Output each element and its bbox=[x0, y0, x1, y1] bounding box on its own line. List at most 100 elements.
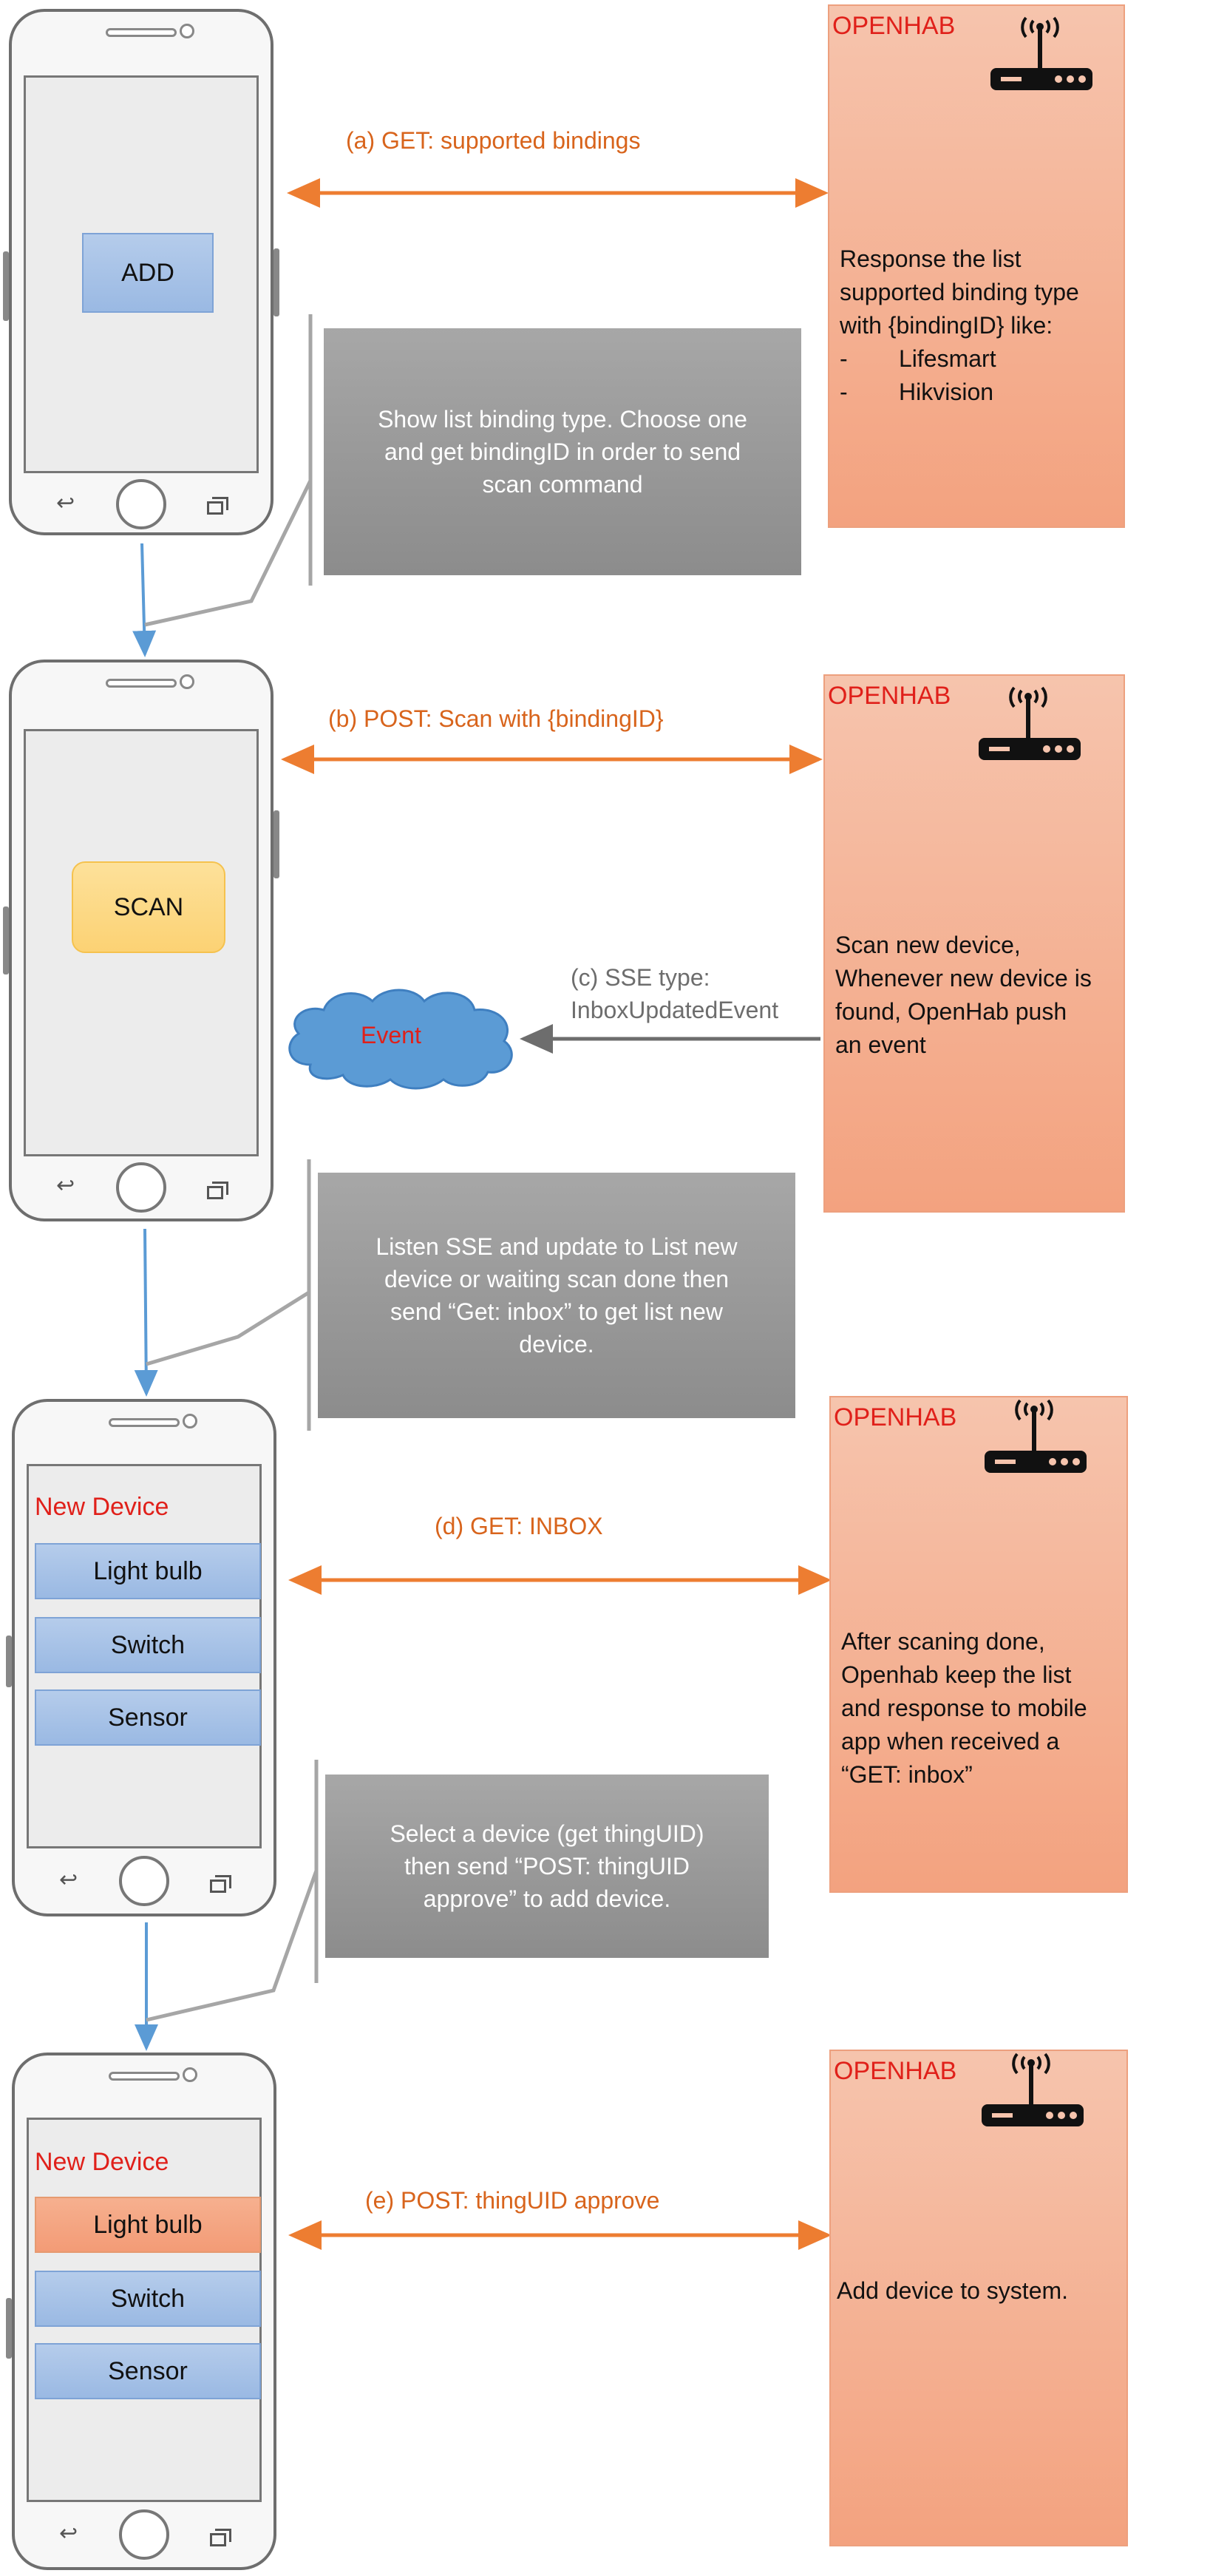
side-button bbox=[3, 906, 9, 975]
arrow-c-label: (c) SSE type: InboxUpdatedEvent bbox=[571, 961, 778, 1026]
phone-screen: ADD bbox=[24, 75, 259, 473]
openhab-inbox-text: After scaning done, Openhab keep the lis… bbox=[841, 1625, 1087, 1792]
router-icon bbox=[979, 686, 1081, 760]
add-button[interactable]: ADD bbox=[82, 233, 214, 313]
phone-screen: New Device Light bulb Switch Sensor bbox=[27, 2118, 262, 2502]
back-icon[interactable]: ↩ bbox=[59, 1868, 78, 1892]
s4-line-1: Add device to system. bbox=[837, 2277, 1069, 2304]
recent-apps-icon[interactable] bbox=[207, 1182, 228, 1199]
side-button bbox=[273, 248, 279, 316]
router-icon bbox=[982, 2053, 1084, 2126]
router-icon bbox=[985, 1399, 1087, 1473]
phone-screen: SCAN bbox=[24, 729, 259, 1156]
openhab-scan-text: Scan new device, Whenever new device is … bbox=[835, 929, 1092, 1062]
s3-line-3: and response to mobile bbox=[841, 1695, 1087, 1721]
home-button-icon[interactable] bbox=[116, 1162, 166, 1213]
openhab-panel-2: OPENHAB Scan new device, Whenever new de… bbox=[823, 674, 1125, 1213]
new-device-heading: New Device bbox=[35, 2148, 169, 2176]
openhab-title: OPENHAB bbox=[832, 12, 956, 40]
speaker bbox=[106, 679, 177, 688]
device-item-light-bulb[interactable]: Light bulb bbox=[35, 1543, 261, 1599]
arrow-c-label-line-2: InboxUpdatedEvent bbox=[571, 997, 779, 1023]
s3-line-1: After scaning done, bbox=[841, 1628, 1045, 1655]
s3-line-2: Openhab keep the list bbox=[841, 1661, 1072, 1688]
openhab-title: OPENHAB bbox=[834, 2057, 957, 2085]
arrow-c-label-line-1: (c) SSE type: bbox=[571, 964, 710, 991]
home-button-icon[interactable] bbox=[116, 479, 166, 529]
s2-line-1: Scan new device, bbox=[835, 932, 1021, 958]
back-icon[interactable]: ↩ bbox=[56, 491, 75, 515]
phone-screen: New Device Light bulb Switch Sensor bbox=[27, 1464, 262, 1848]
note-3-line-2: then send “POST: thingUID bbox=[404, 1853, 690, 1880]
s2-line-2: Whenever new device is bbox=[835, 965, 1092, 992]
back-icon[interactable]: ↩ bbox=[59, 2521, 78, 2546]
device-item-sensor[interactable]: Sensor bbox=[35, 2343, 261, 2399]
openhab-response-text: Response the list supported binding type… bbox=[840, 243, 1079, 409]
device-item-switch[interactable]: Switch bbox=[35, 1617, 261, 1673]
note-3-line-3: approve” to add device. bbox=[423, 1885, 671, 1912]
note-1-leader bbox=[144, 479, 313, 627]
back-icon[interactable]: ↩ bbox=[56, 1173, 75, 1198]
note-2-line-1: Listen SSE and update to List new bbox=[375, 1233, 738, 1260]
s3-line-4: app when received a bbox=[841, 1728, 1060, 1755]
arrow-b-label: (b) POST: Scan with {bindingID} bbox=[328, 705, 664, 732]
camera-icon bbox=[180, 24, 194, 38]
speaker bbox=[106, 28, 177, 37]
arrow-e-label: (e) POST: thingUID approve bbox=[365, 2187, 660, 2214]
phone-2: SCAN ↩ bbox=[3, 660, 279, 1221]
openhab-title: OPENHAB bbox=[828, 682, 951, 710]
s2-line-3: found, OpenHab push bbox=[835, 998, 1067, 1025]
phone-1: ADD ↩ bbox=[3, 9, 279, 535]
home-button-icon[interactable] bbox=[119, 1856, 169, 1906]
note-2-leader bbox=[146, 1290, 310, 1366]
camera-icon bbox=[183, 1414, 197, 1428]
new-device-heading: New Device bbox=[35, 1493, 169, 1521]
router-icon bbox=[990, 16, 1092, 90]
s1-line-1: Response the list bbox=[840, 245, 1022, 272]
camera-icon bbox=[183, 2067, 197, 2082]
device-item-sensor[interactable]: Sensor bbox=[35, 1689, 261, 1746]
phone-4: New Device Light bulb Switch Sensor ↩ bbox=[6, 2053, 276, 2570]
note-3-leader bbox=[146, 1870, 319, 2022]
note-3-line-1: Select a device (get thingUID) bbox=[390, 1820, 704, 1847]
note-select-device: Select a device (get thingUID) then send… bbox=[325, 1775, 769, 1958]
side-button bbox=[3, 251, 9, 321]
phone-3: New Device Light bulb Switch Sensor ↩ bbox=[6, 1399, 276, 1916]
speaker bbox=[109, 2072, 180, 2081]
note-2-line-3: send “Get: inbox” to get list new bbox=[390, 1298, 723, 1325]
speaker bbox=[109, 1418, 180, 1427]
note-show-binding-list: Show list binding type. Choose one and g… bbox=[324, 328, 801, 575]
s1-line-3: with {bindingID} like: bbox=[840, 312, 1053, 339]
note-2-line-2: device or waiting scan done then bbox=[384, 1266, 730, 1292]
side-button bbox=[273, 810, 279, 878]
openhab-add-text: Add device to system. bbox=[837, 2274, 1068, 2308]
openhab-panel-4: OPENHAB Add device to system. bbox=[829, 2050, 1128, 2546]
device-item-switch[interactable]: Switch bbox=[35, 2271, 261, 2327]
binding-bullet-lifesmart: -Lifesmart bbox=[840, 345, 996, 372]
note-2-line-4: device. bbox=[519, 1331, 594, 1358]
home-button-icon[interactable] bbox=[119, 2509, 169, 2560]
recent-apps-icon[interactable] bbox=[210, 2529, 231, 2546]
openhab-title: OPENHAB bbox=[834, 1403, 957, 1431]
s3-line-5: “GET: inbox” bbox=[841, 1761, 973, 1788]
note-listen-sse: Listen SSE and update to List new device… bbox=[318, 1173, 795, 1418]
arrow-d-label: (d) GET: INBOX bbox=[435, 1513, 603, 1539]
side-button bbox=[6, 1636, 12, 1687]
openhab-panel-3: OPENHAB After scaning done, Openhab keep… bbox=[829, 1396, 1128, 1893]
camera-icon bbox=[180, 674, 194, 689]
binding-bullet-hikvision: -Hikvision bbox=[840, 379, 994, 405]
recent-apps-icon[interactable] bbox=[210, 1875, 231, 1893]
s2-line-4: an event bbox=[835, 1031, 926, 1058]
cloud-icon bbox=[288, 989, 513, 1090]
note-1-line-1: Show list binding type. Choose one bbox=[378, 406, 747, 433]
flow-arrow-2 bbox=[134, 1228, 158, 1397]
device-item-light-bulb-selected[interactable]: Light bulb bbox=[35, 2197, 261, 2253]
note-1-line-2: and get bindingID in order to send bbox=[384, 438, 741, 465]
note-1-line-3: scan command bbox=[482, 471, 643, 498]
flow-arrow-1 bbox=[132, 543, 157, 657]
side-button bbox=[6, 2298, 12, 2359]
recent-apps-icon[interactable] bbox=[207, 497, 228, 515]
arrow-a-label: (a) GET: supported bindings bbox=[346, 127, 641, 154]
scan-button[interactable]: SCAN bbox=[72, 861, 225, 953]
